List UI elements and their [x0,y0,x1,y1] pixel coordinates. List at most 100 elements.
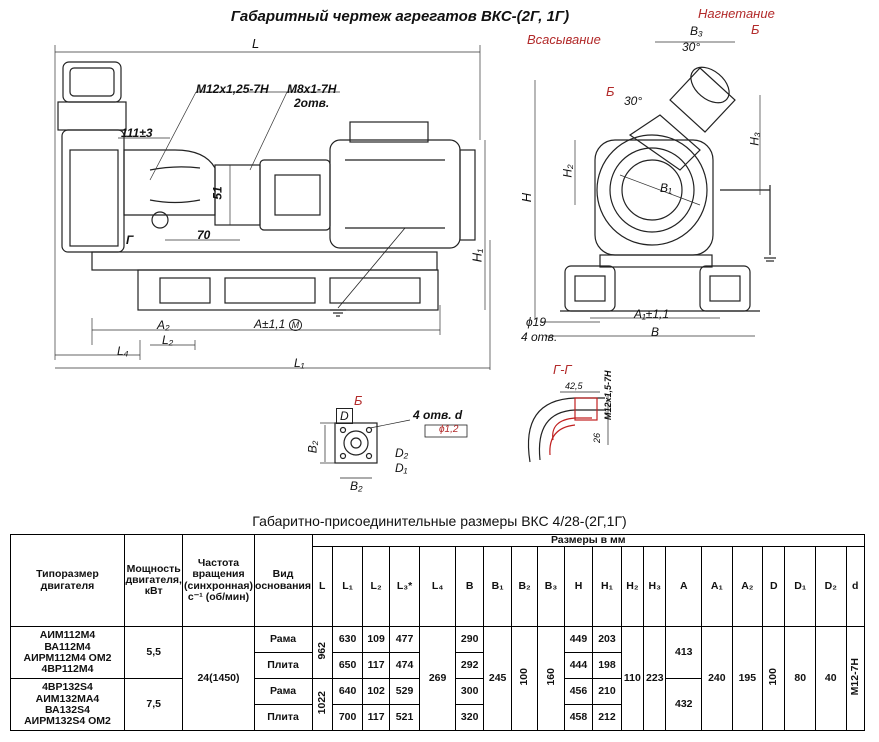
suction-label: Всасывание [527,32,601,47]
position-tolerance: ϕ1,2 [439,424,459,435]
dim-B: B [651,325,660,339]
side-view [560,66,776,312]
col-L2: L₂ [362,546,390,628]
power-2: 7,5 [123,678,184,732]
cell: 529 [388,678,421,706]
flange-D2: D₂ [395,446,409,460]
cell: 117 [362,652,390,680]
cell: 640 [331,678,364,706]
motor-list-1: АИМ112М4 ВА112М4 АИРМ112М4 ОМ2 4ВР112М4 [10,626,125,680]
view-b-arrow-left: Б [606,84,615,99]
col-L1: L₁ [331,546,364,628]
col-L: L [311,546,333,628]
cell: 650 [331,652,364,680]
A-1: 413 [665,626,703,680]
section-dim-26: 26 [592,432,603,444]
col-B3: B₃ [537,546,565,628]
cell: 458 [563,704,594,732]
section-gg-title: Г-Г [553,362,572,377]
cell: 109 [362,626,390,654]
A-2: 432 [665,678,703,732]
dim-H3: H₃ [747,132,762,146]
col-H1: H₁ [592,546,622,628]
section-thread: M12x1,5-7H [603,370,613,420]
base-cell: Рама [253,626,313,654]
flange-holes-label: 4 отв. d [413,408,463,422]
col-L4: L₄ [419,546,456,628]
section-gg [527,391,609,463]
base-cell: Плита [253,652,313,680]
drawing-title: Габаритный чертеж агрегатов ВКС-(2Г, 1Г) [230,8,570,25]
cell: 292 [454,652,485,680]
col-H: H [563,546,594,628]
cell: 456 [563,678,594,706]
col-d: d [845,546,866,628]
col-D2: D₂ [815,546,847,628]
front-view [57,61,476,317]
col-freq: Частота вращения (синхронная) с⁻¹ (об/ми… [182,533,255,628]
B1-shared: 245 [483,626,512,732]
col-D: D [762,546,786,628]
B2-shared: 100 [510,626,539,732]
L-2: 1022 [311,678,333,732]
col-H3: H₃ [643,546,667,628]
section-mark-g: Г [126,233,134,247]
freq: 24(1450) [182,626,255,732]
dim-111: 111±3 [121,126,153,140]
d-shared: M12-7H [845,626,866,732]
view-b-arrow-right: Б [751,22,760,37]
cell: 449 [563,626,594,654]
cell: 290 [454,626,485,654]
col-L3: L₃* [388,546,421,628]
cell: 474 [388,652,421,680]
thread-m12-label: M12x1,25-7H [196,82,269,96]
power-1: 5,5 [123,626,184,680]
col-B: B [454,546,485,628]
dim-H1: H₁ [469,248,485,263]
D-shared: 100 [762,626,786,732]
table-title: Габаритно-присоединительные размеры ВКС … [252,513,627,529]
col-A2: A₂ [731,546,764,628]
cell: 203 [592,626,622,654]
col-motor: Типоразмер двигателя [10,533,125,628]
cell: 198 [592,652,622,680]
col-dims: Размеры в мм [311,533,865,548]
dim-A1: A₁±1,1 [634,307,670,321]
dimensions-table: Типоразмер двигателя Мощность двигателя,… [10,533,866,732]
D2-shared: 40 [815,626,847,732]
flange-D1: D₁ [395,461,408,475]
cell: 117 [362,704,390,732]
dim-A: A±1,1 M [254,317,303,331]
H3-shared: 223 [643,626,667,732]
col-power: Мощность двигателя, кВт [123,533,184,628]
flange-B2-horz: B₂ [350,479,363,493]
col-base: Вид основания [253,533,313,628]
cell: 320 [454,704,485,732]
col-B2: B₂ [510,546,539,628]
col-A: A [665,546,703,628]
col-A1: A₁ [701,546,733,628]
cell: 477 [388,626,421,654]
dim-L4: L₄ [117,344,129,358]
base-cell: Рама [253,678,313,706]
col-B1: B₁ [483,546,512,628]
holes-2-label: 2отв. [294,96,330,110]
discharge-label: Нагнетание [698,6,775,21]
cell: 444 [563,652,594,680]
base-cell: Плита [253,704,313,732]
L-1: 962 [311,626,333,680]
table-row: Плита 700 117 521 320 458 212 [11,704,865,732]
L4-shared: 269 [419,626,456,732]
cell: 300 [454,678,485,706]
dim-B3: B₃ [690,24,703,38]
dim-A2: A₂ [157,318,170,332]
thread-m8-label: M8x1-7H [287,82,337,96]
angle-30-top: 30° [682,40,701,54]
A2-shared: 195 [731,626,764,732]
flange-D: D [336,408,353,424]
dim-H2: H₂ [560,164,575,178]
flange-B2-vert: B₂ [305,440,320,454]
H2-shared: 110 [620,626,645,732]
cell: 630 [331,626,364,654]
angle-30-left: 30° [624,94,643,108]
